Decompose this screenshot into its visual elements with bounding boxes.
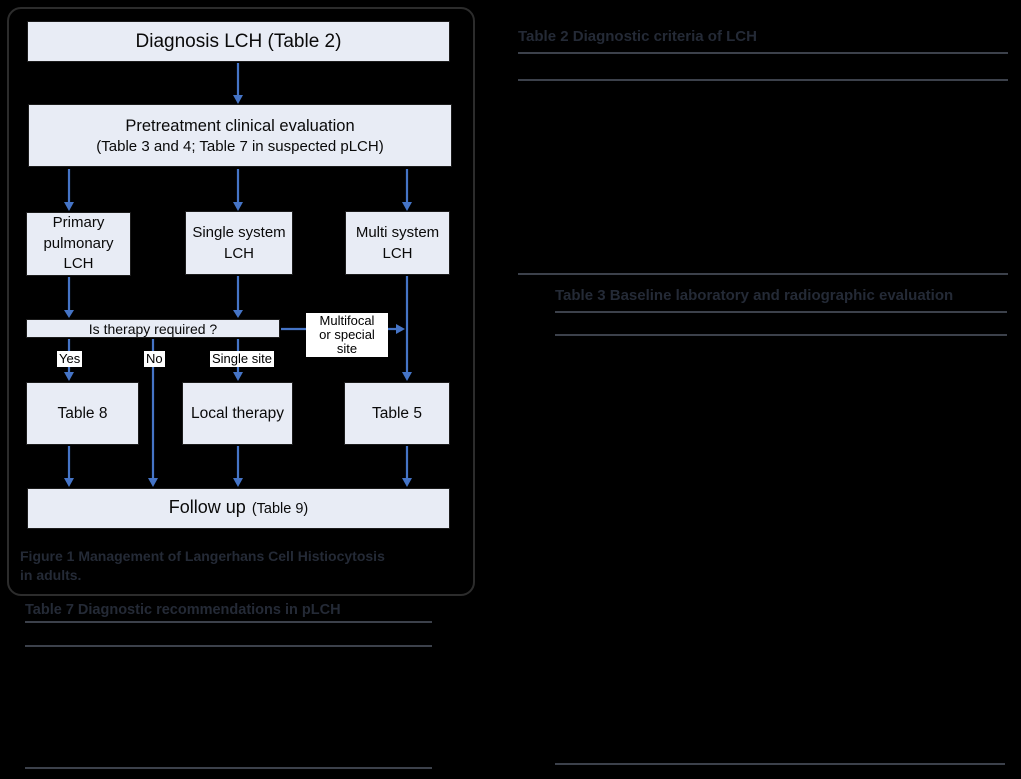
pretreatment-title: Pretreatment clinical evaluation [125, 116, 355, 135]
table3-rule-bottom [555, 763, 1005, 765]
edge-label-multifocal-or-special-site: Multifocal or special site [306, 313, 388, 357]
table2-rule-colhead [518, 79, 1008, 81]
flow-node-primary-pulmonary-lch: Primary pulmonary LCH [26, 212, 131, 276]
flow-node-multi-system-lch: Multi system LCH [345, 211, 450, 275]
table2-rule-bottom [518, 273, 1008, 275]
table7-rule-colhead [25, 645, 432, 647]
flow-node-pretreatment: Pretreatment clinical evaluation (Table … [28, 104, 452, 167]
table3-rule-colhead [555, 334, 1007, 336]
table2-header: Table 2 Diagnostic criteria of LCH [518, 28, 757, 45]
flow-node-therapy-question: Is therapy required ? [26, 319, 280, 338]
pretreatment-subtitle: (Table 3 and 4; Table 7 in suspected pLC… [96, 137, 384, 155]
flow-node-diagnosis: Diagnosis LCH (Table 2) [27, 21, 450, 62]
edge-label-yes: Yes [57, 351, 83, 367]
followup-table-ref: (Table 9) [251, 501, 309, 517]
table3-rule-top [555, 311, 1007, 313]
table7-rule-bottom [25, 767, 432, 769]
flow-node-single-system-lch: Single system LCH [185, 211, 293, 275]
table7-header: Table 7 Diagnostic recommendations in pL… [25, 602, 341, 618]
edge-label-single-site: Single site [210, 351, 274, 367]
table2-rule-top [518, 52, 1008, 54]
figure1-panel [7, 7, 475, 596]
flow-node-followup: Follow up (Table 9) [27, 488, 450, 529]
table3-header: Table 3 Baseline laboratory and radiogra… [555, 287, 954, 304]
flow-node-table5: Table 5 [344, 382, 450, 445]
flow-node-table8: Table 8 [26, 382, 139, 445]
flow-node-local-therapy: Local therapy [182, 382, 293, 445]
followup-title: Follow up [168, 497, 246, 517]
table7-rule-top [25, 621, 432, 623]
figure1-caption: Figure 1 Management of Langerhans Cell H… [20, 548, 385, 583]
edge-label-no: No [144, 351, 165, 367]
